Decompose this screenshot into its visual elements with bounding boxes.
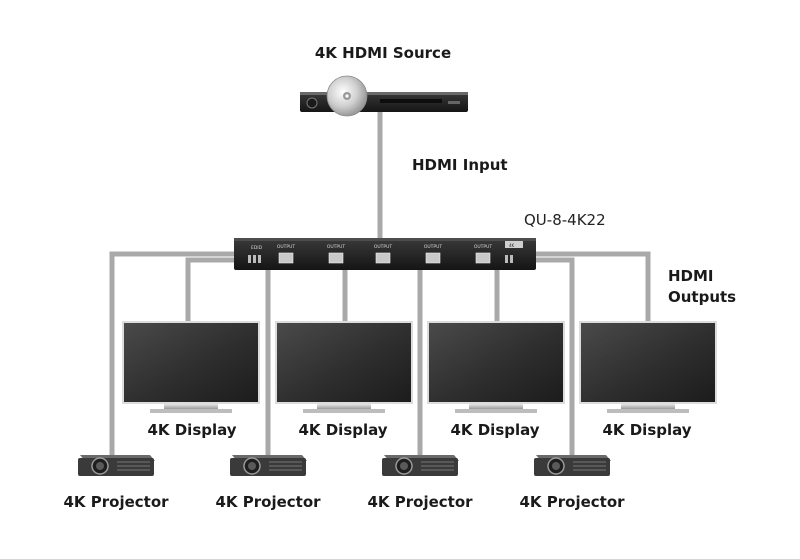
edid-label: EDID [251,245,263,251]
display-1 [122,321,260,413]
projector-2 [230,455,307,476]
port-label-4: OUTPUT [424,244,443,250]
display-4-label: 4K Display [602,421,692,439]
source-label: 4K HDMI Source [314,44,452,62]
output-port-5 [475,252,491,264]
splitter-model-label: QU-8-4K22 [524,211,606,229]
cable-projector-1 [109,251,238,455]
display-1-label: 4K Display [147,421,237,439]
hdmi-outputs-line1: HDMI [668,267,714,285]
projector-1-label: 4K Projector [63,493,169,511]
cable-display-1 [185,257,238,322]
display-2-label: 4K Display [298,421,388,439]
cable-projector-4 [536,257,575,455]
projector-2-label: 4K Projector [215,493,321,511]
hdmi-source-player [300,75,468,117]
display-2 [275,321,413,413]
hdmi-input-label: HDMI Input [412,156,508,174]
projector-4-label: 4K Projector [519,493,625,511]
output-port-3 [375,252,391,264]
projector-4 [534,455,611,476]
hdmi-outputs-line2: Outputs [668,288,737,306]
port-label-3: OUTPUT [374,244,393,250]
output-port-4 [425,252,441,264]
output-port-1 [278,252,294,264]
display-4 [579,321,717,413]
port-label-5: OUTPUT [474,244,493,250]
port-label-2: OUTPUT [327,244,346,250]
projector-3 [382,455,459,476]
cable-display-4 [536,251,651,322]
port-label-1: OUTPUT [277,244,296,250]
brand-label: 4K [509,243,515,248]
output-port-2 [328,252,344,264]
cables [109,112,651,455]
display-3 [427,321,565,413]
splitter-ports [248,252,513,264]
projector-1 [78,455,155,476]
hdmi-outputs-label: HDMI Outputs [668,266,736,308]
brand-badge [505,241,523,248]
projector-3-label: 4K Projector [367,493,473,511]
display-3-label: 4K Display [450,421,540,439]
